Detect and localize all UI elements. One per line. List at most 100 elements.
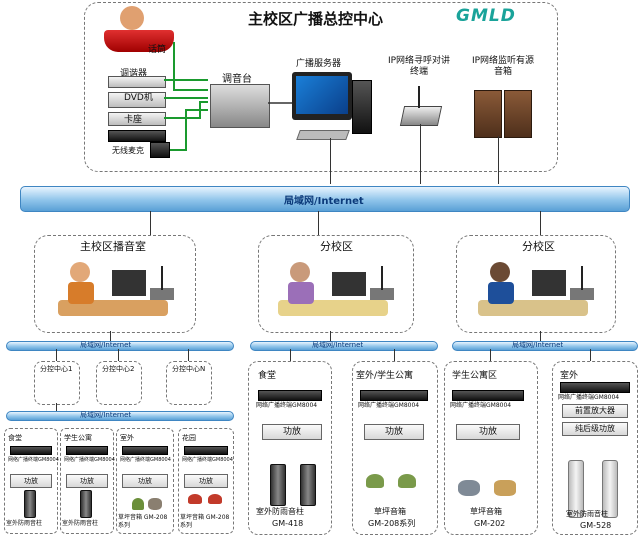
zone-b1-note: 室外防雨音柱 (256, 507, 304, 516)
announcer-icon (120, 6, 144, 30)
sub-center-2 (96, 361, 142, 405)
operator-desk-icon-b2 (478, 262, 594, 316)
server-link (330, 138, 331, 184)
zone-a3-lawn-speaker (132, 498, 144, 510)
zone-a3-terminal (122, 446, 168, 455)
main-room-title: 主校区播音室 (80, 240, 146, 253)
sub-center-2-label: 分控中心2 (102, 365, 135, 373)
monitor-label: IP网络监听有源音箱 (470, 56, 536, 78)
main-network-label: 局域网/Internet (284, 196, 364, 207)
zone-a3-device: 网络广播终端GM8004 (120, 457, 171, 463)
sub-center-n-label: 分控中心N (172, 365, 206, 373)
zone-b2-device: 网络广播终端GM8004 (358, 402, 420, 409)
zone-a4-device: 网络广播终端GM8004 (182, 457, 233, 463)
zone-b3-amp: 功放 (456, 424, 520, 440)
dvd-label: DVD机 (124, 93, 153, 103)
zone-b1-speaker-left (270, 464, 286, 506)
wireless-device (108, 130, 166, 142)
zone-a4-note: 草坪音箱 GM-208系列 (180, 514, 230, 529)
a3-link (188, 349, 189, 361)
server-label: 广播服务器 (296, 59, 342, 69)
zone-a4-amp: 功放 (184, 474, 228, 488)
b3-link (490, 349, 491, 361)
operator-desk-icon-b1 (278, 262, 394, 316)
branch2-sub-pipe-label: 局域网/Internet (512, 341, 564, 349)
zone-b4-column-left (568, 460, 584, 518)
zone-b1-amp: 功放 (262, 424, 322, 440)
zone-a2-terminal (66, 446, 108, 455)
tuner-label: 调谐器 (120, 69, 148, 79)
intercom-link (420, 124, 421, 184)
intercom-device (399, 106, 443, 126)
left-sub-pipe-label: 局域网/Internet (80, 341, 132, 349)
mixer-device (210, 84, 270, 128)
zone-a4-mushroom-speaker-2 (208, 494, 222, 504)
zone-b4-device: 网络广播终端GM8004 (558, 394, 620, 401)
branch2-sub-pipe (452, 341, 638, 351)
zone-a4-mushroom-speaker (188, 494, 202, 504)
zone-b3-note: 草坪音箱 (470, 507, 502, 516)
control-center-title: 主校区广播总控中心 (248, 10, 384, 28)
branch1-title: 分校区 (320, 240, 353, 253)
link-branch1 (318, 211, 319, 235)
intercom-label: IP网络寻呼对讲终端 (386, 56, 452, 78)
branch1-sub-pipe (250, 341, 438, 351)
zone-a1-terminal (10, 446, 52, 455)
b4-link (590, 349, 591, 361)
zone-a2-device: 网络广播终端GM8004 (64, 457, 115, 463)
monitor-label-text: IP网络监听有源音箱 (471, 56, 535, 77)
b1-link (290, 349, 291, 361)
left-sub-pipe-2 (6, 411, 234, 421)
zone-b3-name: 学生公寓区 (452, 371, 498, 381)
zone-a2-name: 学生公寓 (64, 434, 92, 442)
zone-b3-terminal (452, 390, 524, 401)
zone-b2-amp: 功放 (364, 424, 424, 440)
mixer-label: 调音台 (222, 74, 252, 85)
zone-a1-speaker (24, 490, 36, 518)
mixer-to-server (268, 102, 296, 104)
link-main-room (150, 211, 151, 235)
zone-b4-note: 室外防雨音柱 (566, 510, 608, 518)
mic-label: 话筒 (148, 45, 167, 55)
zone-b4-amp: 纯后级功放 (562, 422, 628, 436)
operator-desk-icon (58, 262, 174, 316)
zone-b2-mushroom-left (366, 474, 384, 488)
zone-b2-mushroom-right (398, 474, 416, 488)
a2-link (118, 349, 119, 361)
a-bus-link (56, 403, 57, 411)
dvd-device (108, 92, 166, 108)
zone-a2-speaker (80, 490, 92, 518)
sub-center-1 (34, 361, 80, 405)
zone-b3-rock-left (458, 480, 480, 496)
left-sub-pipe-2-label: 局域网/Internet (80, 411, 132, 419)
tape-label: 卡座 (124, 115, 143, 125)
link-branch1-down (330, 331, 331, 341)
zone-b1-speaker-right (300, 464, 316, 506)
zone-a4-name: 花园 (182, 434, 196, 442)
monitor-speaker-left (474, 90, 502, 138)
b2-link (394, 349, 395, 361)
link-branch2-down (540, 331, 541, 341)
zone-b4-name: 室外 (560, 371, 579, 381)
zone-a1-name: 食堂 (8, 434, 22, 442)
zone-a1-amp: 功放 (10, 474, 52, 488)
intercom-label-text: IP网络寻呼对讲终端 (387, 56, 451, 77)
announcer-desk (104, 30, 174, 52)
zone-b2-name: 室外/学生公寓 (356, 371, 414, 381)
zone-b1-terminal (258, 390, 322, 401)
sub-center-n (166, 361, 212, 405)
zone-a3-rock-speaker (148, 498, 162, 510)
sub-center-1-label: 分控中心1 (40, 365, 73, 373)
zone-b4-preamp: 前置放大器 (562, 404, 628, 418)
branch1-sub-pipe-label: 局域网/Internet (312, 341, 364, 349)
zone-a3-note: 草坪音箱 GM-208系列 (118, 514, 168, 529)
zone-a1-device: 网络广播终端GM8004 (8, 457, 59, 463)
zone-b1-device: 网络广播终端GM8004 (256, 402, 318, 409)
zone-b1-name: 食堂 (258, 371, 277, 381)
branch2-title: 分校区 (522, 240, 555, 253)
zone-b3-model: GM-202 (474, 519, 506, 528)
zone-a2-amp: 功放 (66, 474, 108, 488)
tuner-device (108, 76, 166, 88)
link-branch2 (540, 211, 541, 235)
brand-logo: GMLD (456, 6, 516, 26)
